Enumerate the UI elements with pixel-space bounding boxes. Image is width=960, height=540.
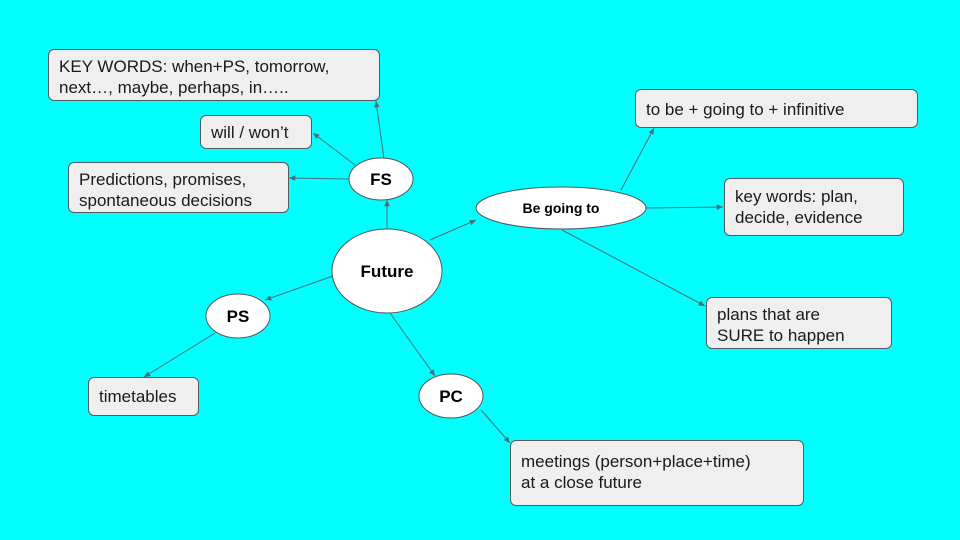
box-will-wont: will / won’t xyxy=(200,115,312,149)
box-to-be-going-to: to be + going to + infinitive xyxy=(635,89,918,128)
box-will-wont-text: will / won’t xyxy=(211,123,289,142)
box-predictions-line-2: spontaneous decisions xyxy=(79,191,252,210)
node-future: Future xyxy=(331,228,443,314)
edge-ps-timetables xyxy=(143,332,216,378)
edge-fs-predictions xyxy=(288,175,350,181)
edge-fs-will xyxy=(312,132,356,166)
edge-fs-keywords xyxy=(374,100,385,160)
box-going-keywords-line-2: decide, evidence xyxy=(735,208,863,227)
box-fs-keywords-line-1: KEY WORDS: when+PS, tomorrow, xyxy=(59,57,330,76)
box-predictions: Predictions, promises, spontaneous decis… xyxy=(68,162,289,213)
edge-future-be-going-to xyxy=(429,219,477,241)
node-pc-label: PC xyxy=(439,387,463,406)
box-predictions-line-1: Predictions, promises, xyxy=(79,170,247,189)
node-ps-label: PS xyxy=(227,307,250,326)
box-plans-sure-line-1: plans that are xyxy=(717,305,821,324)
edge-future-pc xyxy=(389,312,436,377)
box-going-keywords: key words: plan, decide, evidence xyxy=(724,178,904,236)
box-meetings: meetings (person+place+time) at a close … xyxy=(510,440,804,506)
node-future-label: Future xyxy=(361,262,414,281)
box-meetings-line-1: meetings (person+place+time) xyxy=(521,452,751,471)
node-be-going-to-label: Be going to xyxy=(523,200,600,216)
edge-future-ps xyxy=(264,275,334,301)
box-plans-sure: plans that are SURE to happen xyxy=(706,297,892,349)
box-meetings-line-2: at a close future xyxy=(521,473,642,492)
edge-going-keywords xyxy=(645,204,724,210)
box-timetables-text: timetables xyxy=(99,387,177,406)
edge-going-plans xyxy=(561,229,706,307)
box-going-keywords-line-1: key words: plan, xyxy=(735,187,858,206)
node-ps: PS xyxy=(205,293,271,339)
node-be-going-to: Be going to xyxy=(475,186,647,230)
box-timetables: timetables xyxy=(88,377,199,416)
node-fs-label: FS xyxy=(370,170,392,189)
box-fs-keywords: KEY WORDS: when+PS, tomorrow, next…, may… xyxy=(48,49,380,101)
node-fs: FS xyxy=(348,157,414,201)
node-pc: PC xyxy=(418,373,484,419)
box-to-be-going-to-text: to be + going to + infinitive xyxy=(646,100,845,119)
edge-going-infinitive xyxy=(620,127,655,191)
box-plans-sure-line-2: SURE to happen xyxy=(717,326,845,345)
edge-pc-meetings xyxy=(480,409,511,444)
box-fs-keywords-line-2: next…, maybe, perhaps, in….. xyxy=(59,78,289,97)
